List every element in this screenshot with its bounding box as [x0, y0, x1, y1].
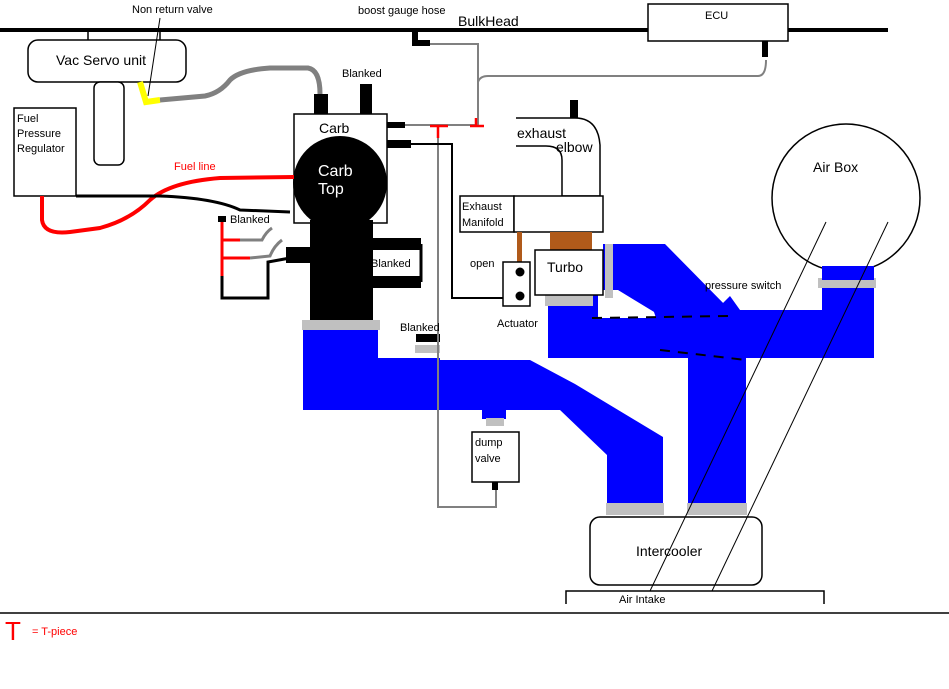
non-return-valve-label: Non return valve — [132, 4, 213, 16]
fuel-blanked-hose — [240, 226, 283, 260]
exhaust-manifold-label-2: Manifold — [462, 217, 504, 229]
dump-valve-box — [471, 431, 520, 483]
non-return-valve — [137, 81, 161, 106]
turbo-to-intercooler-pipe — [650, 300, 746, 350]
fuel-reg-label-3: Regulator — [17, 143, 65, 155]
intercooler-box — [589, 516, 763, 586]
intercooler-right-leg — [688, 350, 746, 507]
ecu-box — [647, 3, 789, 42]
fuel-line-feed — [76, 194, 291, 214]
t-piece-legend: = T-piece — [32, 626, 77, 638]
t-piece-symbol: T — [5, 616, 21, 646]
clamp-turbo-outlet — [605, 244, 613, 298]
carb-right-port-blanked-2 — [373, 276, 421, 288]
boost-gauge-hose-elbow — [412, 40, 430, 46]
exhaust-manifold-pipe — [513, 195, 604, 233]
hidden-pipe-dash-upper — [591, 315, 731, 319]
carb-top-label-line1: Carb — [318, 163, 353, 180]
clamp-intercooler-right — [687, 503, 747, 515]
clamp-intercooler-left — [606, 503, 664, 515]
dump-valve-label-2: valve — [475, 453, 501, 465]
actuator-rod — [517, 232, 522, 262]
bulkhead-label: BulkHead — [458, 13, 519, 29]
vac-hose-servo-to-carb — [159, 65, 323, 103]
air-intake-label: Air Intake — [619, 594, 665, 606]
boost-gauge-hose — [428, 43, 479, 125]
t-piece-upper-left — [430, 124, 448, 138]
actuator-label: Actuator — [497, 318, 538, 330]
pressure-switch-label: pressure switch — [705, 280, 781, 292]
actuator-body — [502, 261, 531, 307]
air-box-label: Air Box — [813, 159, 858, 175]
ecu-connector — [762, 41, 768, 57]
dump-valve-connector — [492, 482, 498, 490]
carb-top-label-line2: Top — [318, 181, 344, 198]
carb-right-port-lower — [387, 140, 411, 148]
carb-left-port-upper — [286, 247, 310, 263]
fuel-blanked-cap — [218, 216, 226, 222]
non-return-valve-leader — [147, 17, 161, 97]
actuator-port-lower — [515, 291, 525, 301]
vac-hose-to-dump-valve — [437, 125, 497, 508]
carb-outlet-pipe — [303, 320, 663, 505]
open-label: open — [470, 258, 494, 270]
air-box — [771, 123, 921, 273]
clamp-turbo-compressor — [545, 294, 593, 306]
air-intake-leader-2 — [711, 221, 889, 592]
air-box-outlet — [822, 266, 874, 280]
pipe-clamps — [302, 244, 876, 515]
dump-valve-top-port — [486, 418, 504, 426]
blanked-lower-label: Blanked — [400, 322, 440, 334]
exhaust-elbow-label-1: exhaust — [517, 125, 566, 141]
blanked-lower-cap — [416, 334, 440, 342]
carb-label: Carb — [319, 120, 350, 136]
actuator-hose — [411, 143, 504, 299]
fuel-line-lower-feed — [220, 256, 291, 300]
pressure-switch — [716, 296, 740, 310]
air-intake-leader-1 — [649, 221, 827, 592]
exhaust-elbow-cap — [570, 100, 578, 118]
hidden-pipe-dash-lower — [659, 349, 747, 361]
turbo-label: Turbo — [547, 259, 583, 275]
ecu-label: ECU — [705, 10, 728, 22]
carb-right-port-blanked — [373, 238, 421, 250]
carb-top — [293, 136, 387, 230]
fuel-line-label: Fuel line — [174, 161, 216, 173]
fuel-reg-label-2: Pressure — [17, 128, 61, 140]
dump-valve-stub — [482, 405, 506, 419]
vac-servo-cylinder — [93, 81, 125, 166]
actuator-port-open — [515, 267, 525, 277]
carb-body — [310, 220, 373, 320]
vac-servo-label: Vac Servo unit — [56, 52, 146, 68]
clamp-carb-outlet — [302, 320, 380, 330]
exhaust-manifold-label-1: Exhaust — [462, 201, 502, 213]
fuel-tpiece-assembly — [220, 218, 250, 276]
carb-top-port-right — [360, 84, 372, 114]
t-piece-upper-right — [470, 118, 484, 128]
clamp-airbox — [818, 278, 876, 288]
turbo-exhaust-flange — [550, 232, 592, 250]
fuel-line-return — [40, 175, 295, 235]
exhaust-elbow-label-2: elbow — [556, 139, 593, 155]
fuel-reg-label-1: Fuel — [17, 113, 38, 125]
turbo-box — [534, 249, 604, 296]
boost-gauge-hose-label: boost gauge hose — [358, 5, 445, 17]
carb-right-port-upper — [387, 122, 405, 128]
boost-gauge-hose-fitting — [412, 30, 418, 46]
intake-pipework — [303, 244, 874, 507]
clamp-blanked-lower — [415, 345, 440, 353]
exhaust-manifold-box — [459, 195, 515, 233]
blanked-left-label: Blanked — [230, 214, 270, 226]
dump-valve-label-1: dump — [475, 437, 503, 449]
carb-top-port-left — [314, 94, 328, 114]
air-intake-bracket — [565, 590, 825, 604]
vac-hose-ecu — [477, 59, 767, 125]
fuel-pressure-regulator — [13, 107, 77, 197]
blanked-right-label: Blanked — [371, 258, 411, 270]
blanked-top-label: Blanked — [342, 68, 382, 80]
